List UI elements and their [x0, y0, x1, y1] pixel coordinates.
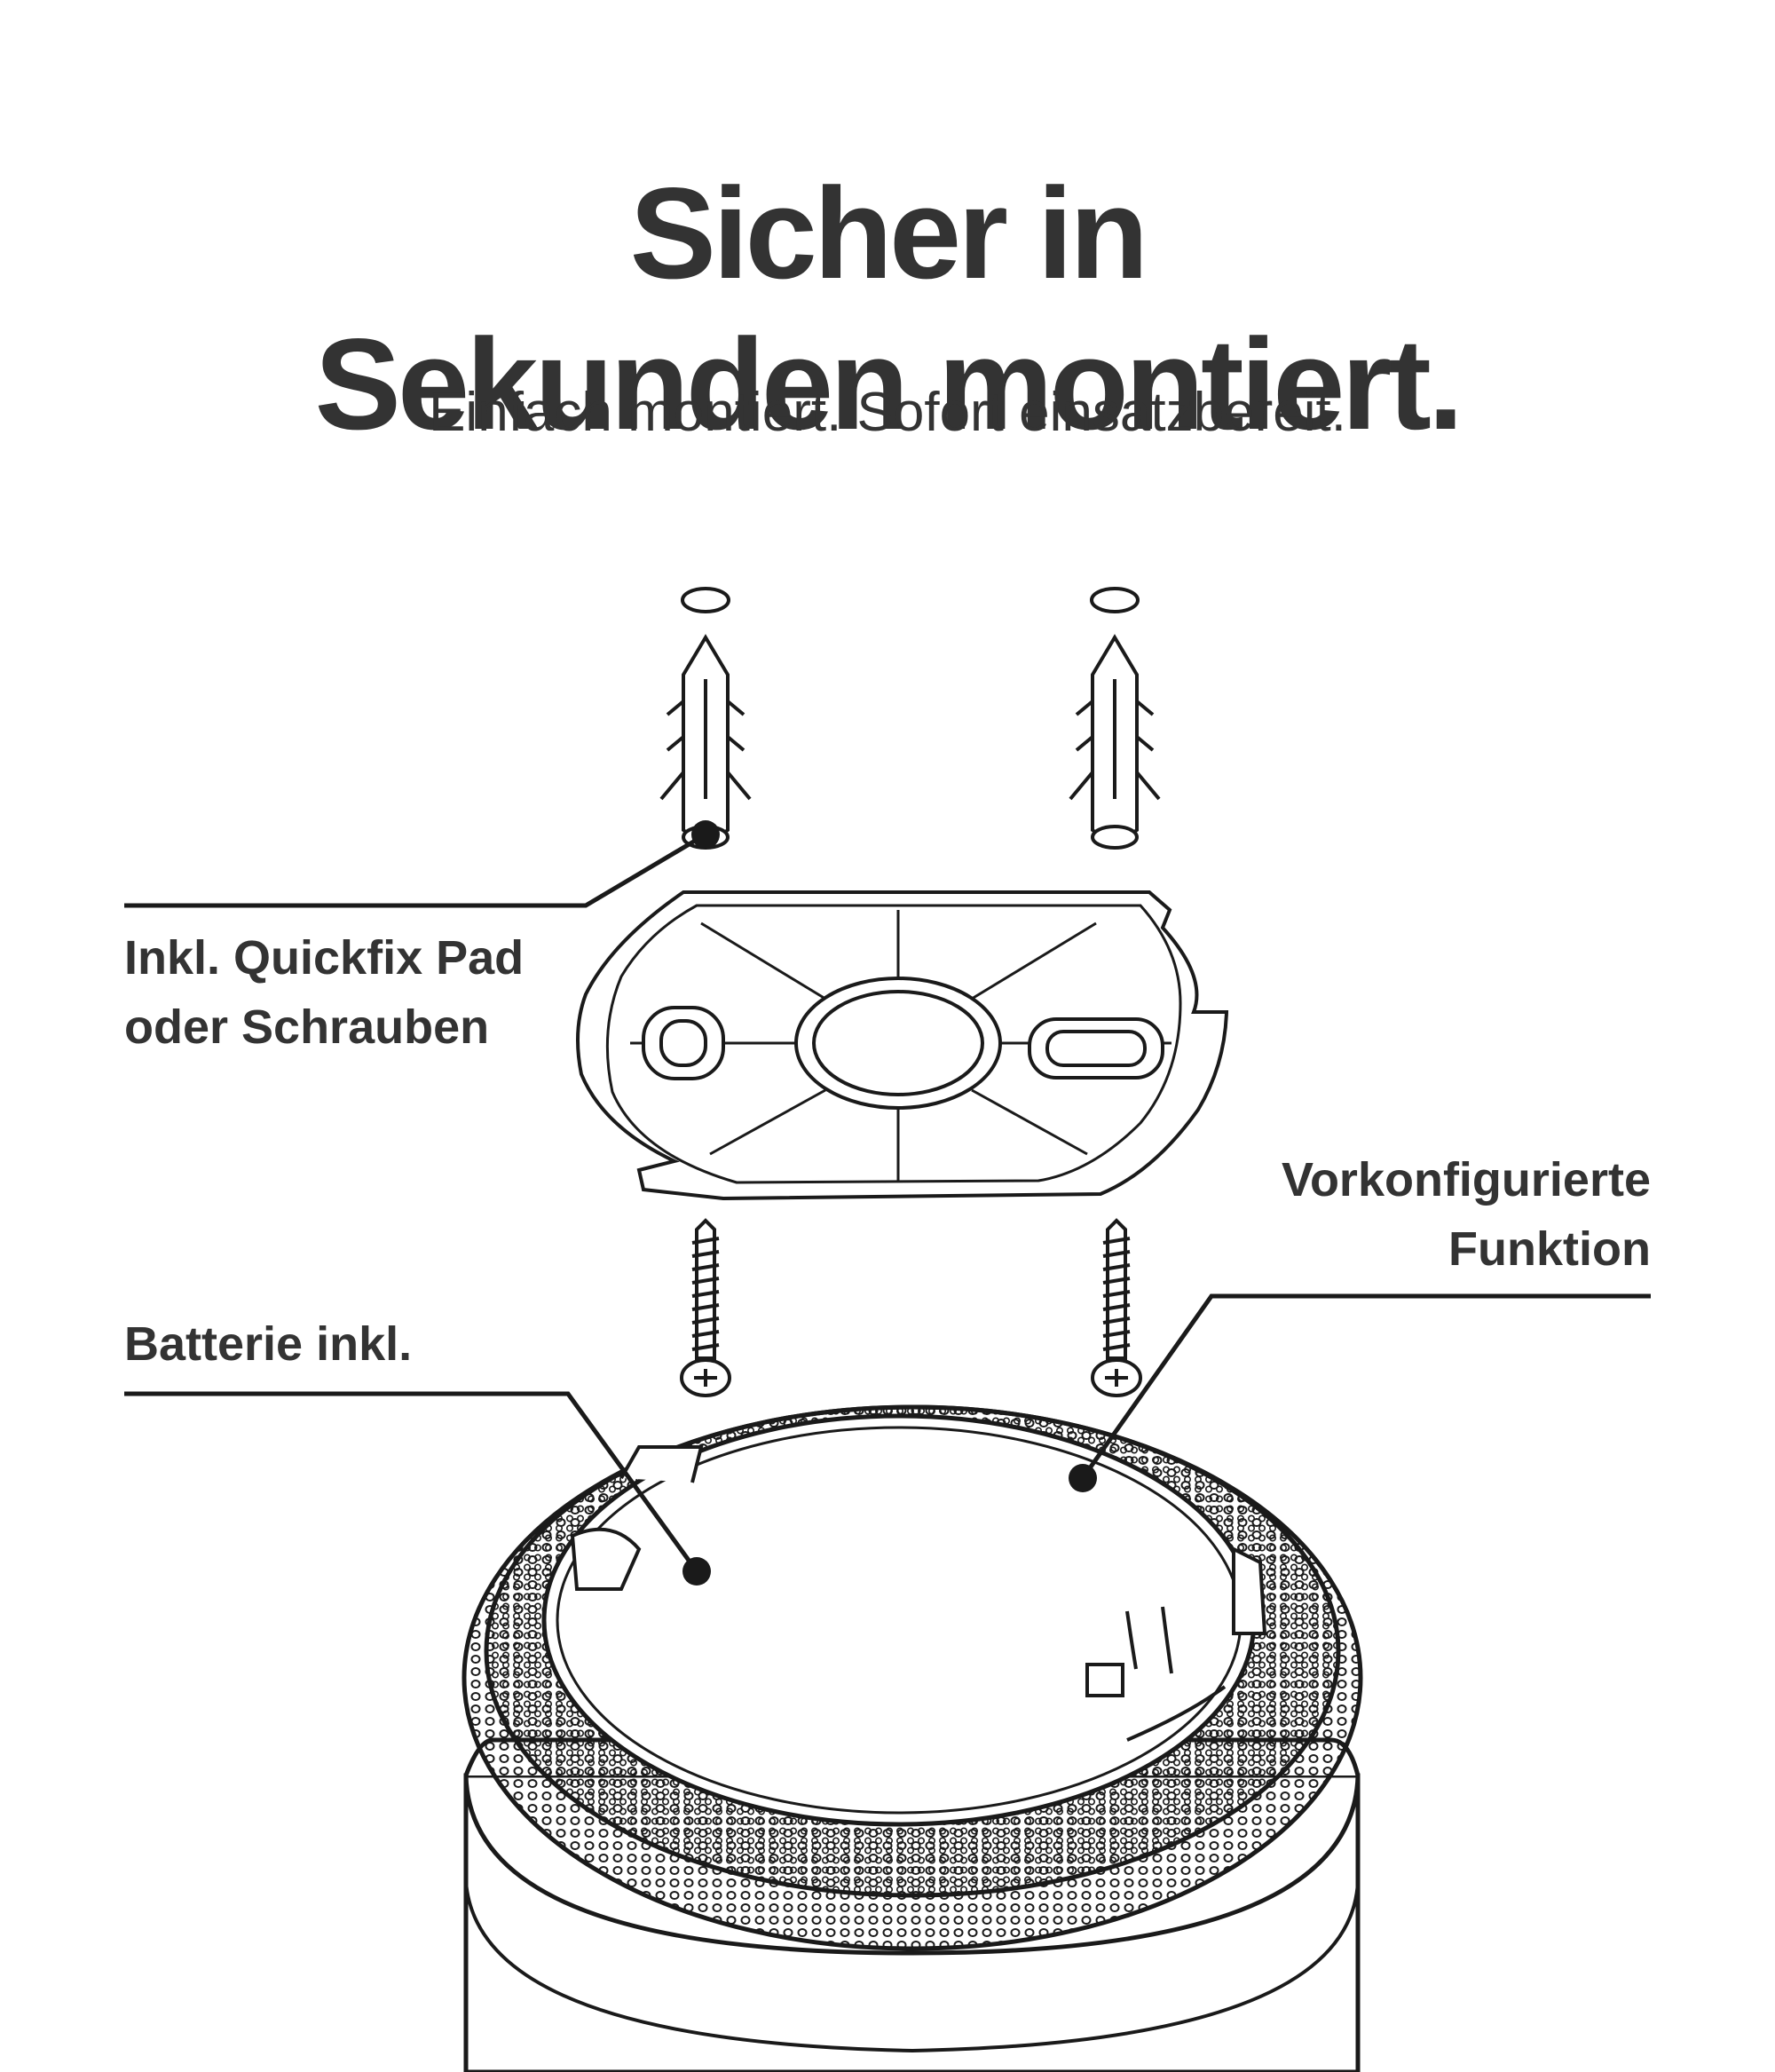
callout-preconfigured-line-2: Funktion — [1448, 1222, 1651, 1276]
callout-battery: Batterie inkl. — [124, 1309, 412, 1379]
wall-plug-icon — [1069, 587, 1161, 850]
callout-battery-line-1: Batterie inkl. — [124, 1317, 413, 1371]
page-title: Sicher in Sekunden montiert. — [0, 158, 1775, 460]
screw-icon — [680, 1218, 731, 1397]
callout-dot-battery — [682, 1557, 711, 1586]
smoke-detector-icon — [462, 1404, 1363, 2072]
callout-leader-quickfix — [124, 832, 707, 908]
callout-dot-preconfigured — [1069, 1464, 1097, 1492]
callout-quickfix-line-1: Inkl. Quickfix Pad — [124, 931, 525, 985]
callout-quickfix-line-2: oder Schrauben — [124, 1000, 490, 1054]
callout-preconfigured: Vorkonfigurierte Funktion — [1282, 1145, 1651, 1284]
callout-dot-quickfix — [691, 820, 720, 849]
callout-leader-preconfigured — [1080, 1293, 1651, 1480]
callout-leader-battery — [124, 1391, 699, 1573]
callout-quickfix-pad: Inkl. Quickfix Pad oder Schrauben — [124, 923, 524, 1062]
mounting-plate-icon — [576, 890, 1229, 1201]
title-line-1: Sicher in — [629, 160, 1149, 305]
wall-plug-icon — [659, 587, 752, 850]
title-line-2: Sekunden montiert. — [314, 311, 1464, 456]
callout-preconfigured-line-1: Vorkonfigurierte — [1281, 1153, 1651, 1206]
screw-icon — [1091, 1218, 1142, 1397]
page-subtitle: Einfach montiert. Sofort einsatzbereit. — [429, 382, 1346, 443]
